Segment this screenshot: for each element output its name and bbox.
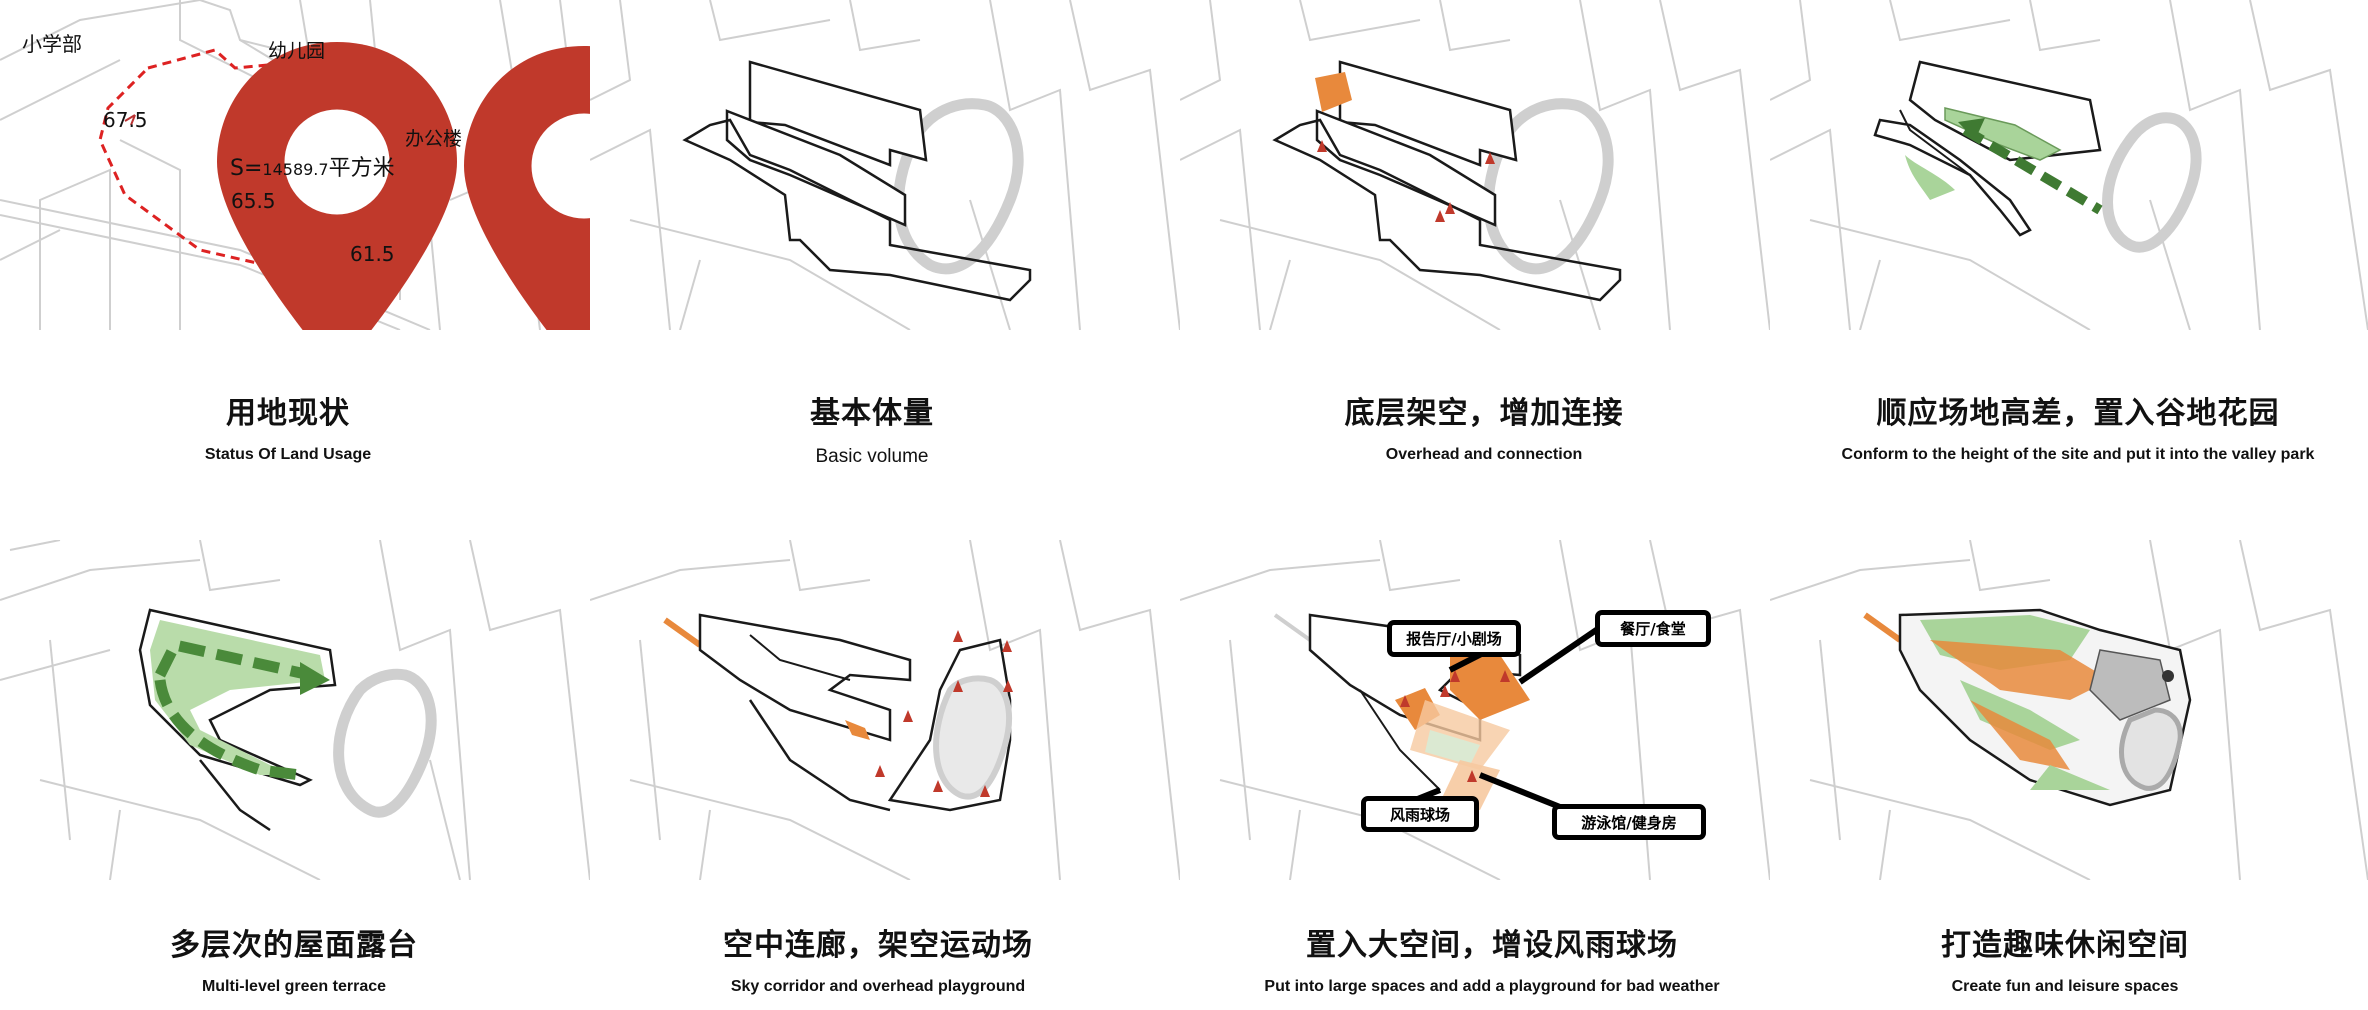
panel-title-en: Status Of Land Usage (204, 446, 372, 463)
caption-panel-2: 基本体量 Basic volume (592, 388, 1152, 468)
panel-title-en: Conform to the height of the site and pu… (1841, 446, 2315, 463)
site-map-5 (0, 540, 590, 880)
area-prefix: S= (230, 156, 263, 181)
diagram-large-spaces: 报告厅/小剧场 餐厅/食堂 风雨球场 游泳馆/健身房 (1180, 540, 1770, 880)
elevation-label: 65.5 (231, 189, 276, 213)
callout-canteen: 餐厅/食堂 (1595, 610, 1711, 647)
panel-title-zh: 用地现状 (226, 396, 350, 431)
diagram-status-of-land-usage: 小学部 幼儿园 办公楼 S=14589.7平方米 67.5 65.5 61.5 (0, 0, 590, 330)
caption-panel-5: 多层次的屋面露台 Multi-level green terrace (14, 920, 574, 996)
caption-panel-4: 顺应场地高差，置入谷地花园 Conform to the height of t… (1798, 388, 2358, 464)
site-map-3 (1180, 0, 1770, 330)
panel-title-en: Overhead and connection (1385, 446, 1583, 463)
panel-title-en: Put into large spaces and add a playgrou… (1264, 978, 1720, 995)
diagram-leisure-spaces (1770, 540, 2368, 880)
panel-title-zh: 顺应场地高差，置入谷地花园 (1876, 396, 2280, 431)
diagram-sky-corridor (590, 540, 1180, 880)
panel-title-zh: 底层架空，增加连接 (1344, 396, 1624, 431)
area-unit: 平方米 (328, 156, 395, 181)
site-map-8 (1770, 540, 2368, 880)
callout-auditorium: 报告厅/小剧场 (1387, 620, 1521, 657)
callout-rain-court: 风雨球场 (1361, 796, 1479, 832)
diagram-basic-volume (590, 0, 1180, 330)
panel-title-zh: 基本体量 (810, 396, 934, 431)
elevation-label: 61.5 (350, 242, 395, 266)
panel-title-zh: 多层次的屋面露台 (170, 928, 418, 963)
panel-title-en: Sky corridor and overhead playground (730, 978, 1026, 995)
elevation-label: 67.5 (103, 108, 148, 132)
panel-title-zh: 打造趣味休闲空间 (1941, 928, 2189, 963)
caption-panel-7: 置入大空间，增设风雨球场 Put into large spaces and a… (1212, 920, 1772, 996)
panel-title-en: Multi-level green terrace (201, 978, 387, 995)
panel-title-zh: 空中连廊，架空运动场 (723, 928, 1033, 963)
location-pin-icon (426, 142, 590, 330)
caption-panel-8: 打造趣味休闲空间 Create fun and leisure spaces (1785, 920, 2345, 996)
caption-panel-1: 用地现状 Status Of Land Usage (8, 388, 568, 464)
panel-title-en: Create fun and leisure spaces (1951, 978, 2179, 995)
diagram-green-terrace (0, 540, 590, 880)
location-pin-icon (217, 42, 457, 330)
site-map-6 (590, 540, 1180, 880)
diagram-overhead-connection (1180, 0, 1770, 330)
label-office: 办公楼 (405, 128, 463, 150)
area-value: 14589.7 (262, 160, 329, 179)
label-primary-school: 小学部 (22, 32, 82, 56)
label-site-area: S=14589.7平方米 (230, 150, 395, 182)
caption-panel-3: 底层架空，增加连接 Overhead and connection (1204, 388, 1764, 464)
site-map-4 (1770, 0, 2368, 330)
panel-title-en: Basic volume (815, 446, 929, 467)
diagram-valley-garden (1770, 0, 2368, 330)
caption-panel-6: 空中连廊，架空运动场 Sky corridor and overhead pla… (598, 920, 1158, 996)
location-pin-icon (464, 46, 590, 330)
site-map-2 (590, 0, 1180, 330)
label-kindergarten: 幼儿园 (268, 40, 326, 62)
callout-pool-gym: 游泳馆/健身房 (1552, 804, 1706, 840)
panel-title-zh: 置入大空间，增设风雨球场 (1306, 928, 1678, 963)
